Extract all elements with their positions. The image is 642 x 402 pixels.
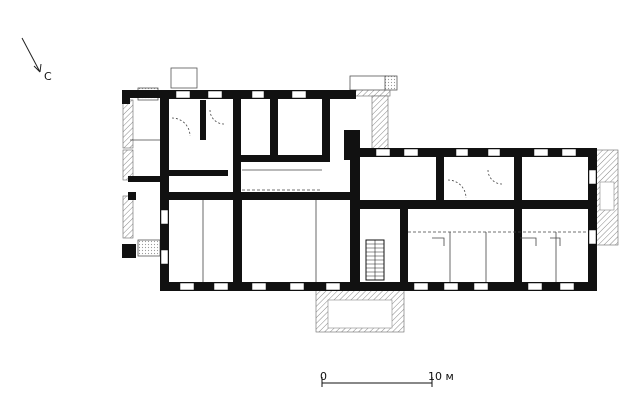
- walls: [122, 90, 597, 291]
- scale-end-label: 10 м: [428, 370, 454, 383]
- north-arrow: С: [21, 37, 52, 83]
- scale-zero-label: 0: [320, 370, 327, 383]
- north-label: С: [44, 70, 52, 83]
- hatched-annexes: [122, 87, 619, 333]
- staircase: [366, 240, 384, 280]
- windows: [160, 90, 597, 291]
- partitions: [130, 109, 588, 282]
- scale-bar: 0 10 м: [320, 370, 454, 387]
- porches: [137, 67, 398, 257]
